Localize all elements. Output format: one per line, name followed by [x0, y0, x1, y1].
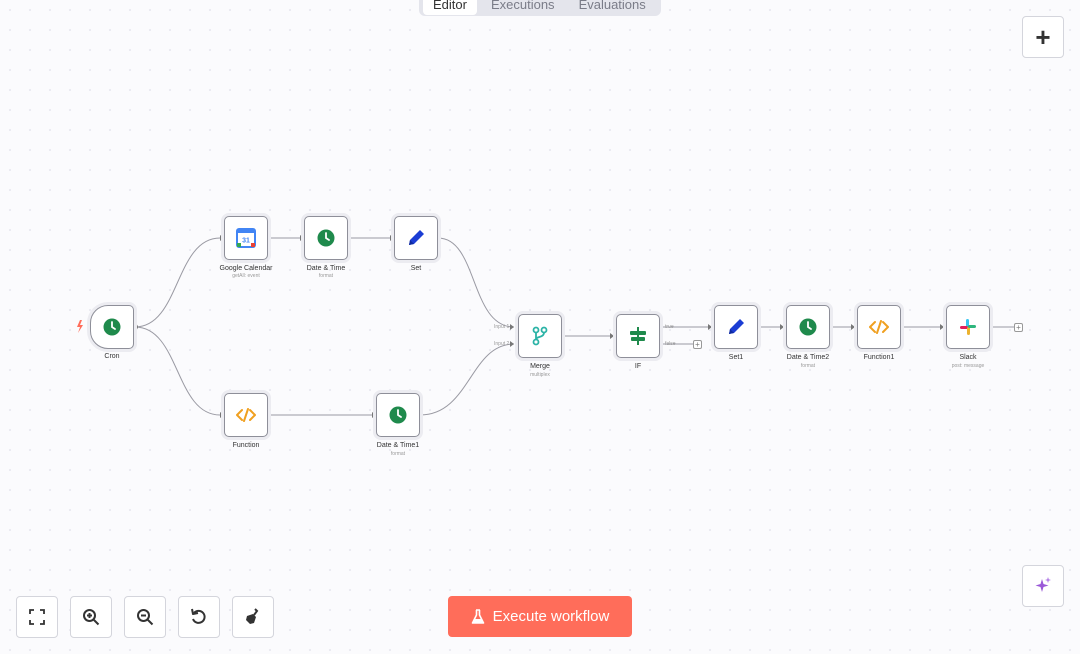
tab-evaluations[interactable]: Evaluations [578, 0, 646, 12]
tab-editor[interactable]: Editor [423, 0, 477, 15]
plus-icon: + [1035, 22, 1051, 52]
node-date-time2[interactable] [786, 305, 830, 349]
clock-icon [317, 229, 335, 247]
node-label: Set [410, 265, 422, 272]
google-calendar-icon: 31 [236, 228, 256, 248]
signpost-icon [630, 327, 646, 345]
node-label: Cron [104, 353, 120, 360]
node-function1[interactable] [857, 305, 901, 349]
slack-icon [960, 319, 976, 335]
port-label-input2: Input 2 [494, 341, 510, 347]
node-set1[interactable] [714, 305, 758, 349]
zoom-out-icon [137, 609, 154, 626]
zoom-in-button[interactable] [70, 596, 112, 638]
flask-icon [471, 608, 484, 624]
execute-workflow-button[interactable]: Execute workflow [448, 596, 632, 637]
add-connection-slack-button[interactable]: + [1014, 323, 1023, 332]
node-date-time1[interactable] [376, 393, 420, 437]
node-merge[interactable] [518, 314, 562, 358]
node-subtitle: multiplex [530, 372, 550, 378]
node-subtitle: format [318, 273, 334, 279]
node-label: Function1 [863, 354, 895, 361]
node-subtitle: format [390, 451, 406, 457]
node-set[interactable] [394, 216, 438, 260]
broom-icon [246, 608, 259, 624]
node-label: Merge [530, 363, 550, 370]
clock-icon [389, 406, 407, 424]
port-label-true: true [665, 324, 674, 330]
node-label: Set1 [728, 354, 744, 361]
add-node-button[interactable]: + [1022, 16, 1064, 58]
tab-executions[interactable]: Executions [490, 0, 555, 12]
code-icon [236, 408, 256, 422]
port-label-input1: Input 1 [494, 324, 510, 330]
node-subtitle: getAll: event [232, 273, 260, 279]
reset-zoom-button[interactable] [178, 596, 220, 638]
clock-icon [103, 318, 121, 336]
zoom-out-button[interactable] [124, 596, 166, 638]
node-function[interactable] [224, 393, 268, 437]
fit-view-icon [29, 609, 45, 625]
node-label: Google Calendar [219, 265, 273, 272]
node-google-calendar[interactable]: 31 [224, 216, 268, 260]
connection [134, 326, 221, 416]
clock-icon [799, 318, 817, 336]
node-slack[interactable] [946, 305, 990, 349]
node-label: IF [634, 363, 642, 370]
connection [437, 237, 515, 328]
node-date-time[interactable] [304, 216, 348, 260]
node-label: Date & Time2 [786, 354, 830, 361]
node-subtitle: format [800, 363, 816, 369]
add-connection-false-button[interactable]: + [693, 340, 702, 349]
pencil-icon [409, 230, 424, 245]
trigger-bolt-icon [77, 320, 83, 333]
svg-text:31: 31 [242, 238, 250, 245]
node-label: Function [232, 442, 260, 449]
pencil-icon [729, 319, 744, 334]
view-tabs: Editor Executions Evaluations [419, 0, 661, 16]
connection [419, 343, 515, 416]
code-icon [869, 320, 889, 334]
port-label-false: false [665, 341, 676, 347]
fit-view-button[interactable] [16, 596, 58, 638]
undo-icon [191, 608, 206, 624]
execute-workflow-label: Execute workflow [492, 608, 610, 625]
sparkle-icon [1035, 577, 1051, 592]
zoom-in-icon [83, 609, 100, 626]
ai-assistant-button[interactable] [1022, 565, 1064, 607]
node-label: Slack [959, 354, 977, 361]
merge-icon [532, 326, 548, 346]
connection [134, 237, 221, 328]
node-if[interactable] [616, 314, 660, 358]
node-label: Date & Time [306, 265, 346, 272]
tidy-up-button[interactable] [232, 596, 274, 638]
node-label: Date & Time1 [376, 442, 420, 449]
node-subtitle: post: message [951, 363, 985, 369]
node-cron[interactable] [90, 305, 134, 349]
